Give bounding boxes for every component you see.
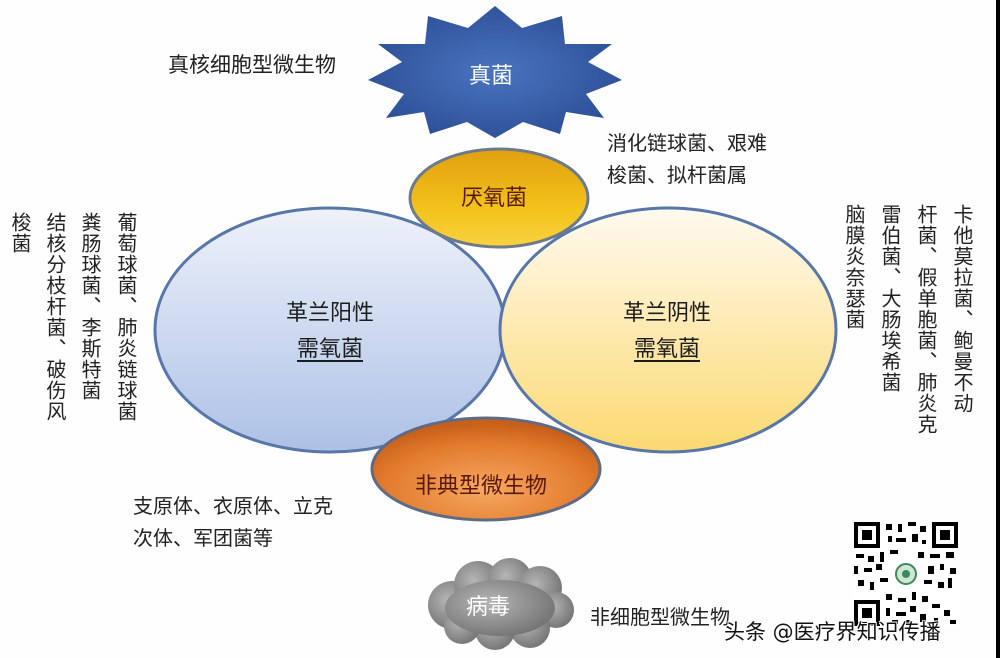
- gram-positive-label: 革兰阳性 需氧菌: [255, 296, 405, 368]
- virus-label: 病毒: [466, 595, 511, 620]
- gram-negative-examples-col-3: 雷伯菌、大肠埃希菌: [878, 204, 902, 393]
- gram-positive-line-1: 革兰阳性: [285, 301, 374, 326]
- fungi-star-shape: [368, 6, 622, 138]
- gram-positive-examples-col-2: 粪肠球菌、李斯特菌: [78, 212, 102, 401]
- anaerobe-examples-line-2: 梭菌、拟杆菌属: [607, 163, 747, 187]
- gram-negative-label: 革兰阴性 需氧菌: [592, 296, 742, 368]
- qr-code: [852, 520, 960, 628]
- gram-positive-examples-col-4: 梭菌: [8, 212, 32, 254]
- virus-annotation: 非细胞型微生物: [590, 605, 730, 629]
- gram-negative-line-1: 革兰阴性: [622, 301, 711, 326]
- atypical-examples-line-2: 次体、军团菌等: [133, 526, 273, 550]
- gram-negative-examples-col-4: 脑膜炎奈瑟菌: [842, 204, 866, 330]
- gram-positive-line-2: 需氧菌: [296, 337, 363, 362]
- gram-negative-ellipse: [498, 206, 838, 454]
- anaerobe-examples-line-1: 消化链球菌、艰难: [607, 131, 767, 155]
- anaerobe-label: 厌氧菌: [461, 186, 528, 211]
- virus-cloud-shape: [428, 558, 574, 650]
- fungi-label: 真菌: [469, 64, 514, 89]
- atypical-examples: 支原体、衣原体、立克 次体、军团菌等: [133, 490, 333, 554]
- anaerobe-ellipse: [408, 147, 590, 249]
- watermark: 头条 @医疗界知识传播: [724, 620, 941, 644]
- atypical-label: 非典型微生物: [415, 474, 548, 499]
- right-border: [996, 0, 1000, 658]
- gram-positive-examples-col-1: 葡萄球菌、肺炎链球菌: [114, 212, 138, 422]
- gram-negative-line-2: 需氧菌: [633, 337, 700, 362]
- gram-negative-examples-col-2: 杆菌、假单胞菌、肺炎克: [914, 204, 938, 435]
- gram-negative-examples-col-1: 卡他莫拉菌、鲍曼不动: [950, 204, 974, 414]
- atypical-ellipse: [370, 416, 602, 522]
- fungi-annotation: 真核细胞型微生物: [168, 53, 336, 77]
- anaerobe-examples: 消化链球菌、艰难 梭菌、拟杆菌属: [607, 127, 767, 191]
- atypical-examples-line-1: 支原体、衣原体、立克: [133, 494, 333, 518]
- gram-positive-examples-col-3: 结核分枝杆菌、破伤风: [43, 212, 67, 422]
